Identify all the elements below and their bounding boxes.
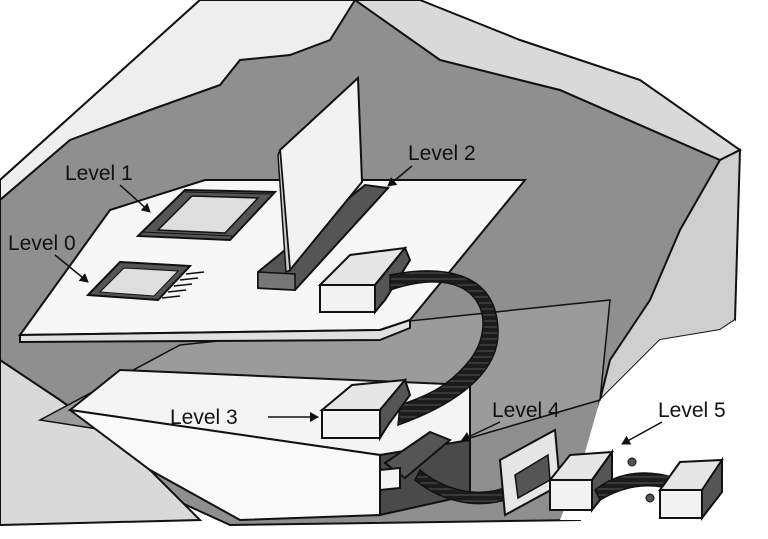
label-level3: Level 3 xyxy=(170,406,319,429)
level5-cable-assembly xyxy=(547,448,724,521)
level4-connector xyxy=(379,430,452,492)
level0-chip xyxy=(85,260,205,302)
enclosure-left-lower xyxy=(0,358,203,527)
ribbon-cable xyxy=(389,270,499,427)
level4-label-text: Level 4 xyxy=(492,399,560,422)
level2-daughter-card xyxy=(277,75,364,274)
level3-connector xyxy=(319,377,412,442)
level2-label-text: Level 2 xyxy=(408,142,476,165)
level1-chip-pins xyxy=(141,191,273,237)
level1-chip-package xyxy=(135,188,278,242)
label-level1: Level 1 xyxy=(65,162,151,213)
level0-chip-pins xyxy=(161,271,205,299)
label-level0: Level 0 xyxy=(8,232,89,283)
label-level5: Level 5 xyxy=(621,399,726,445)
enclosure-top-ledge-left xyxy=(0,0,357,202)
daughter-card-edge xyxy=(277,149,291,274)
label-level2: Level 2 xyxy=(387,142,476,187)
level3-label-text: Level 3 xyxy=(170,406,238,429)
board-edge xyxy=(19,318,411,344)
level0-label-text: Level 0 xyxy=(8,232,76,255)
level1-label-text: Level 1 xyxy=(65,162,133,185)
board-connector xyxy=(317,246,412,315)
label-level4: Level 4 xyxy=(461,399,560,442)
level5-label-text: Level 5 xyxy=(658,399,726,422)
drive-housing-front xyxy=(69,409,381,522)
